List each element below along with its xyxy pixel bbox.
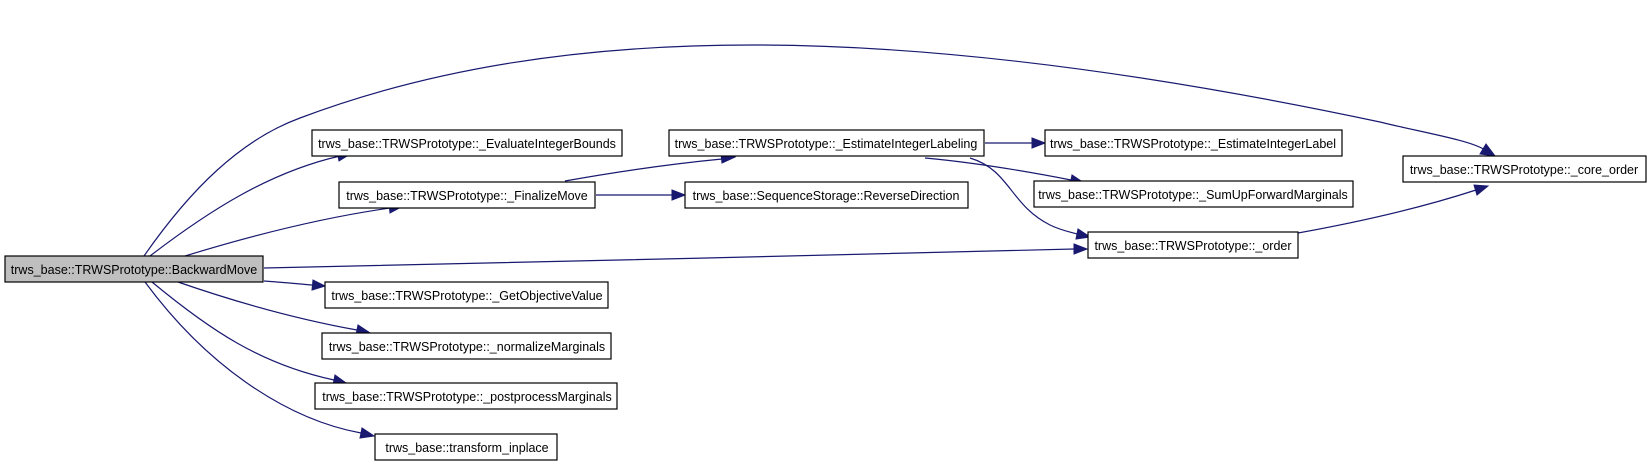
- node-label: trws_base::TRWSPrototype::_order: [1094, 239, 1291, 253]
- edge-backwardmove-to-evaluate-integer-bounds: [149, 150, 354, 257]
- node-core-order[interactable]: trws_base::TRWSPrototype::_core_order: [1402, 155, 1647, 183]
- edge-finalize-move-to-estimate-integer-labeling: [564, 152, 737, 182]
- node-get-objective-value[interactable]: trws_base::TRWSPrototype::_GetObjectiveV…: [324, 281, 609, 309]
- node-backward-move[interactable]: trws_base::TRWSPrototype::BackwardMove: [4, 255, 264, 283]
- node-label: trws_base::TRWSPrototype::_FinalizeMove: [346, 189, 588, 203]
- node-label: trws_base::SequenceStorage::ReverseDirec…: [693, 189, 960, 203]
- node-label: trws_base::TRWSPrototype::_EstimateInteg…: [675, 137, 978, 151]
- node-label: trws_base::transform_inplace: [385, 441, 548, 455]
- node-order[interactable]: trws_base::TRWSPrototype::_order: [1087, 231, 1299, 259]
- edge-backwardmove-to-core-order: [143, 44, 1497, 257]
- edge-backwardmove-to-transform-inplace: [144, 281, 376, 439]
- node-normalize-marginals[interactable]: trws_base::TRWSPrototype::_normalizeMarg…: [321, 332, 612, 360]
- edge-estimate-integer-labeling-to-estimate-integer-label: [985, 137, 1047, 149]
- node-label: trws_base::TRWSPrototype::_core_order: [1410, 163, 1638, 177]
- node-label: trws_base::TRWSPrototype::_EstimateInteg…: [1050, 137, 1336, 151]
- node-postprocess-marginals[interactable]: trws_base::TRWSPrototype::_postprocessMa…: [314, 382, 618, 410]
- edge-finalize-move-to-reverse-direction: [596, 189, 687, 201]
- node-finalize-move[interactable]: trws_base::TRWSPrototype::_FinalizeMove: [338, 181, 596, 209]
- node-label: trws_base::TRWSPrototype::_SumUpForwardM…: [1038, 188, 1348, 202]
- edge-backwardmove-to-finalize-move: [184, 202, 405, 257]
- node-label: trws_base::TRWSPrototype::_postprocessMa…: [322, 390, 611, 404]
- node-estimate-integer-label[interactable]: trws_base::TRWSPrototype::_EstimateInteg…: [1044, 129, 1343, 157]
- node-sum-up-forward-marginals[interactable]: trws_base::TRWSPrototype::_SumUpForwardM…: [1033, 180, 1354, 208]
- node-label: trws_base::TRWSPrototype::BackwardMove: [11, 263, 257, 277]
- node-label: trws_base::TRWSPrototype::_normalizeMarg…: [329, 340, 605, 354]
- edge-backwardmove-to-order: [263, 243, 1089, 269]
- node-label: trws_base::TRWSPrototype::_EvaluateInteg…: [318, 137, 616, 151]
- edge-backwardmove-to-get-objective-value: [263, 279, 327, 291]
- node-evaluate-integer-bounds[interactable]: trws_base::TRWSPrototype::_EvaluateInteg…: [311, 129, 623, 157]
- node-label: trws_base::TRWSPrototype::_GetObjectiveV…: [331, 289, 602, 303]
- edge-order-to-core-order: [1297, 184, 1490, 234]
- node-transform-inplace[interactable]: trws_base::transform_inplace: [374, 433, 558, 461]
- node-reverse-direction[interactable]: trws_base::SequenceStorage::ReverseDirec…: [684, 181, 969, 209]
- edge-estimate-integer-labeling-to-order: [969, 157, 1092, 240]
- edge-backwardmove-to-postprocess-marginals: [151, 281, 348, 386]
- node-estimate-integer-labeling[interactable]: trws_base::TRWSPrototype::_EstimateInteg…: [668, 129, 985, 157]
